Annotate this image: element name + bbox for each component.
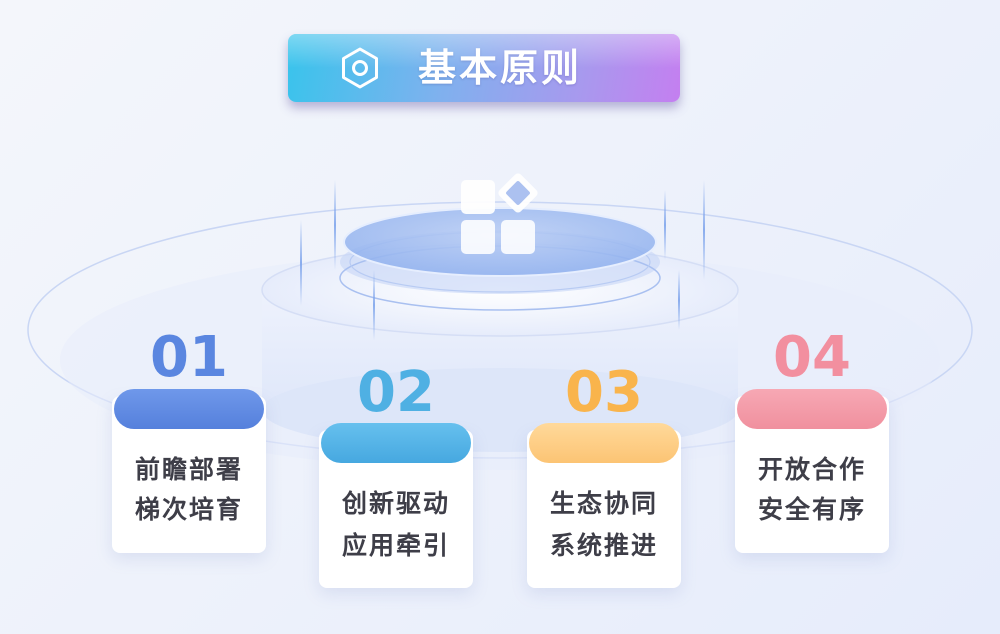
principle-pill-02	[321, 423, 471, 463]
inner-disk	[344, 208, 656, 276]
principle-number-04: 04	[773, 325, 851, 390]
principle-line2: 安全有序	[757, 495, 866, 524]
principle-pill-04	[737, 389, 887, 429]
light-line	[703, 180, 705, 280]
principle-line2: 系统推进	[549, 531, 658, 560]
page-title: 基本原则	[418, 46, 583, 90]
principle-line1: 创新驱动	[341, 489, 450, 518]
title-banner: 基本原则	[288, 34, 680, 102]
principle-number-01: 01	[150, 325, 228, 390]
principle-line1: 开放合作	[757, 455, 866, 484]
app-grid-icon	[461, 173, 538, 254]
light-line	[678, 270, 680, 330]
principle-number-03: 03	[565, 360, 643, 425]
light-line	[373, 270, 375, 340]
principle-line1: 生态协同	[549, 489, 658, 518]
principle-number-02: 02	[357, 360, 435, 425]
principle-line2: 梯次培育	[134, 495, 243, 524]
inner-disk-top-ring	[343, 207, 657, 277]
light-line	[300, 220, 302, 306]
principle-line2: 应用牵引	[341, 531, 450, 560]
principle-pill-03	[529, 423, 679, 463]
principle-pill-01	[114, 389, 264, 429]
light-line	[334, 180, 336, 270]
light-line	[664, 190, 666, 260]
hexagon-nut-icon	[342, 47, 378, 89]
principle-line1: 前瞻部署	[134, 455, 243, 484]
